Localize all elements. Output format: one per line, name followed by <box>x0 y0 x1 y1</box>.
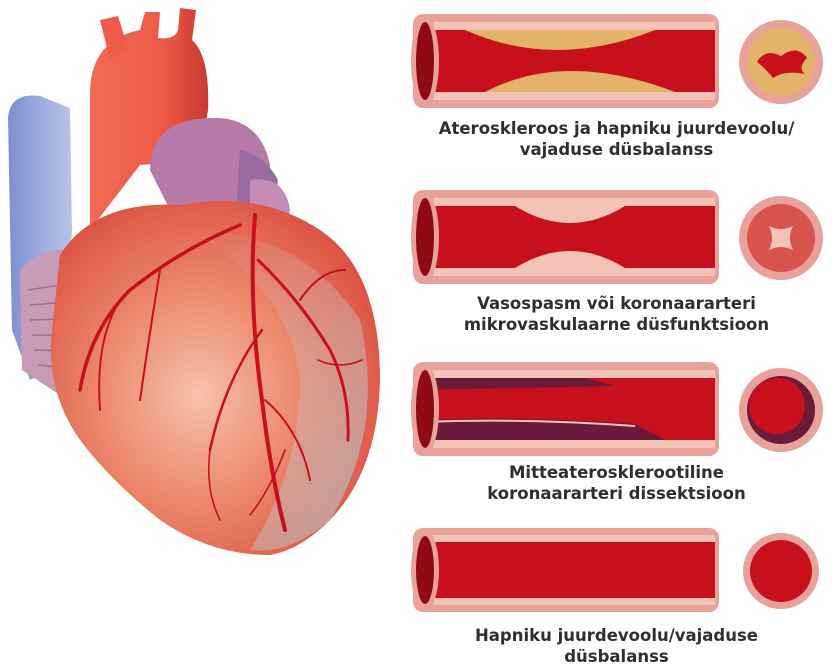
imbalance-illustration <box>405 526 833 616</box>
caption-line: Ateroskleroos ja hapniku juurdevoolu/ <box>400 118 833 139</box>
caption-line: Vasospasm või koronaararteri <box>400 293 833 314</box>
caption-imbalance: Hapniku juurdevoolu/vajaduse düsbalanss <box>400 625 833 667</box>
dissection-illustration <box>405 360 833 460</box>
caption-line: mikrovaskulaarne düsfunktsioon <box>400 314 833 335</box>
caption-line: düsbalanss <box>400 646 833 667</box>
heart-illustration <box>0 0 420 668</box>
atherosclerosis-illustration <box>405 12 833 112</box>
normal-lumen <box>419 542 715 598</box>
caption-line: Mitteaterosklerootiline <box>400 462 833 483</box>
caption-line: koronaararteri dissektsioon <box>400 483 833 504</box>
caption-dissection: Mitteaterosklerootiline koronaararteri d… <box>400 462 833 504</box>
caption-line: vajaduse düsbalanss <box>400 139 833 160</box>
caption-atherosclerosis: Ateroskleroos ja hapniku juurdevoolu/ va… <box>400 118 833 160</box>
caption-vasospasm: Vasospasm või koronaararteri mikrovaskul… <box>400 293 833 335</box>
vasospasm-illustration <box>405 188 833 288</box>
caption-line: Hapniku juurdevoolu/vajaduse <box>400 625 833 646</box>
